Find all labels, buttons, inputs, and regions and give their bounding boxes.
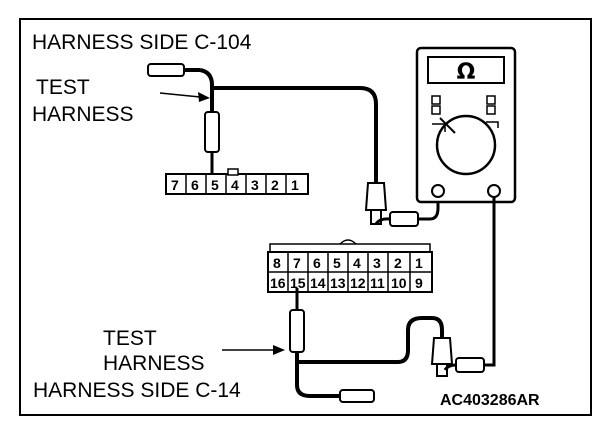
diagram-border <box>19 18 592 416</box>
connector-c104: 7 6 5 4 3 2 1 <box>165 168 309 195</box>
c14-pin-7: 7 <box>293 255 301 271</box>
ohmmeter: Ω <box>415 46 517 204</box>
c14-pin-11: 11 <box>370 275 385 291</box>
top-harness-label: HARNESS <box>32 103 134 126</box>
c104-pin-6: 6 <box>191 177 199 193</box>
c14-pin-10: 10 <box>391 275 407 291</box>
meter-terminal-right <box>487 184 501 198</box>
top-test-label: TEST <box>36 76 90 99</box>
c14-pin-8: 8 <box>273 255 281 271</box>
c14-pin-12: 12 <box>350 275 366 291</box>
c14-pin-9: 9 <box>415 275 423 291</box>
top-label-arrow <box>159 92 210 102</box>
c14-pin-5: 5 <box>333 255 341 271</box>
c14-pin-3: 3 <box>373 255 381 271</box>
c14-pin-1: 1 <box>415 255 423 271</box>
c14-pin-4: 4 <box>353 255 361 271</box>
ohm-symbol-icon: Ω <box>457 60 476 85</box>
c104-pin-2: 2 <box>271 177 279 193</box>
c14-pin-14: 14 <box>310 275 326 291</box>
c14-pin-15: 15 <box>290 275 306 291</box>
c104-pin-3: 3 <box>251 177 259 193</box>
c104-pin-4: 4 <box>231 177 239 193</box>
figure-code: AC403286AR <box>440 392 540 409</box>
c104-pin-5: 5 <box>211 177 219 193</box>
meter-terminal-left <box>431 184 445 198</box>
c104-pin-1: 1 <box>291 177 299 193</box>
bottom-label-arrow <box>222 345 285 355</box>
c14-pin-13: 13 <box>330 275 346 291</box>
c14-pin-6: 6 <box>313 255 321 271</box>
c14-pin-2: 2 <box>394 255 402 271</box>
connector-c14: 8 7 6 5 4 3 2 1 16 15 14 13 12 11 10 9 <box>267 239 433 293</box>
c14-pin-16: 16 <box>270 275 286 291</box>
bottom-test-harness <box>289 197 496 403</box>
c104-pin-7: 7 <box>171 177 179 193</box>
top-test-harness <box>147 63 440 227</box>
bottom-harness-title: HARNESS SIDE C-14 <box>33 379 241 402</box>
top-harness-title: HARNESS SIDE C-104 <box>32 31 252 54</box>
bottom-test-label: TEST <box>103 327 157 350</box>
bottom-harness-label: HARNESS <box>103 352 205 375</box>
